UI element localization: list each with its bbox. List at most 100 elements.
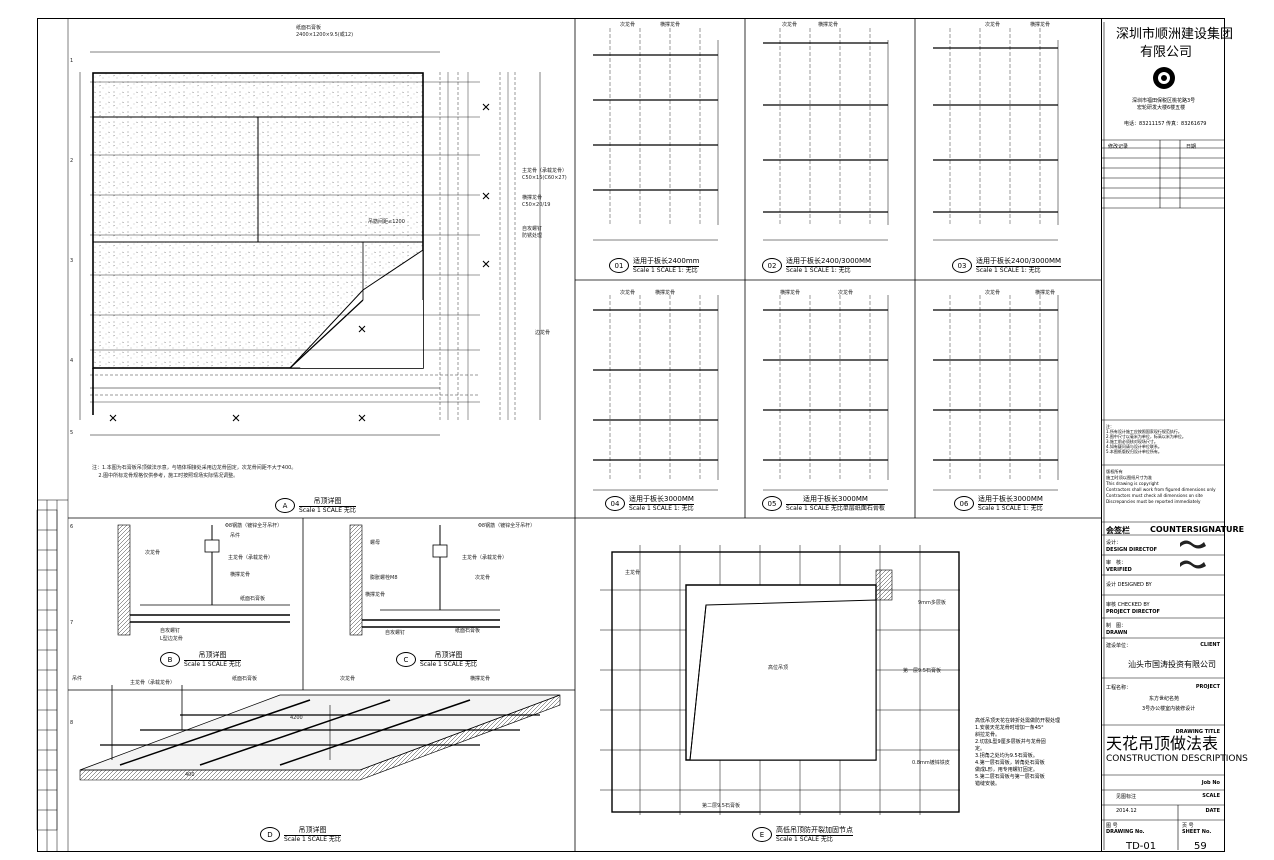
panel-03-title: 适用于板长2400/3000MM [976,257,1062,267]
caption-detail-d: D 吊顶详图 Scale 1 SCALE 无比 [260,826,341,843]
detail-d-secondary: 次龙骨 [340,676,356,682]
detail-d-cross: 横撑龙骨 [470,676,491,682]
caption-detail-c: C 吊顶详图 Scale 1 SCALE 无比 [396,651,477,668]
company-address-2: 宏轮研发大楼6楼五楼 [1137,105,1186,111]
caption-d-title: 吊顶详图 [284,826,341,836]
detail-e-note: 5.第二层石膏板与第一层石膏板 [975,774,1045,780]
panel-04-cross-label: 横撑龙骨 [655,290,676,296]
detail-e-first-layer: 第一层9.5石膏板 [903,668,941,674]
drawing-title-en: CONSTRUCTION DESCRIPTIONS [1106,754,1248,764]
panel-02-title: 适用于板长2400/3000MM [786,257,872,267]
title-block: 深圳市顺洲建设集团 有限公司 深圳市福田保税区桃花路3号 宏轮研发大楼6楼五楼 … [1101,19,1248,852]
detail-d-dim-4200: 4200 [290,715,303,721]
detail-e-center: 高位吊顶 [768,665,789,671]
date-value: 2014.12 [1116,808,1137,814]
border-number: 3 [70,258,74,264]
panel-05-id: 05 [762,496,782,511]
detail-e-note: 高低吊顶天花在转折处需做防开裂处理 [975,718,1061,724]
plan-a-anti-rust: 防锈处理 [522,233,543,239]
title-block-lines [1101,22,1224,850]
revision-header-record: 修改记录 [1108,144,1129,150]
sig-project-director: PROJECT DIRECTOF [1106,609,1160,615]
company-address-1: 深圳市福田保税区桃花路3号 [1132,98,1196,104]
plan-a-board-label: 纸面石膏板 [296,25,322,31]
job-no-label: Job No [1201,780,1220,786]
border-number: 8 [70,720,74,726]
detail-b-screw: 自攻螺钉 [160,628,181,634]
panel-01-id: 01 [609,258,629,273]
detail-b-main: 主龙骨（承载龙骨） [228,555,274,561]
panel-02-id: 02 [762,258,782,273]
copyright-line: Contractors must check all dimensions on… [1106,493,1203,498]
plan-a-self-tap: 自攻螺钉 [522,226,543,232]
client-label-en: CLIENT [1200,642,1220,648]
border-number: 4 [70,358,74,364]
company-name-2: 有限公司 [1140,45,1193,60]
detail-b-angle: L型边龙骨 [160,636,183,642]
panel-03-secondary-label: 次龙骨 [985,22,1001,28]
panel-06-scale: Scale 1 SCALE 1: 无比 [978,505,1043,512]
note-line: 3.施工前必须核对现场尺寸。 [1106,439,1158,444]
panel-01-scale: Scale 1 SCALE 1: 无比 [633,267,698,274]
sig-design-cn: 设计： [1106,540,1122,546]
plan-a-board-size: 2400×1200×9.5(或12) [296,32,354,38]
detail-e-note: 3.拐角之处均为9.5石膏板。 [975,753,1038,759]
project-line-2: 3号办公楼室内装修设计 [1142,706,1196,712]
detail-e-note: 做成L形，用专用螺钉固定。 [975,767,1038,773]
panel-03-cross-label: 横撑龙骨 [1030,22,1051,28]
detail-b-rod: Φ8钢筋（镀锌全牙吊杆） [225,523,283,529]
panel-05-secondary-label: 次龙骨 [838,290,854,296]
border-number: 7 [70,620,74,626]
caption-a-title: 吊顶详图 [299,497,356,507]
copyright-block: 版权所有 施工时须以图纸尺寸为准 This drawing is copyrig… [1106,469,1216,505]
sheet-no-label-cn: 页 号 [1182,823,1194,829]
detail-c-board: 纸面石膏板 [455,628,481,634]
panel-03-scale: Scale 1 SCALE 1: 无比 [976,267,1041,274]
note-line: 注： [1106,424,1114,429]
panel-03-id: 03 [952,258,972,273]
plan-a-main-keel: 主龙骨（承载龙骨） [522,168,568,174]
copyright-line: Discrepancies must be reported immediate… [1106,499,1201,504]
drawing-no-label-cn: 图 号 [1106,823,1118,829]
detail-c-nut: 螺母 [370,540,381,546]
caption-detail-a: A 吊顶详图 Scale 1 SCALE 无比 [275,497,356,514]
client-label-cn: 建设单位： [1106,643,1132,649]
copyright-line: 施工时须以图纸尺寸为准 [1106,475,1153,480]
company-name-1: 深圳市顺洲建设集团 [1116,27,1234,42]
plan-a-note-1: 注：1.本图为石膏板吊顶做法示意，与墙体相接处采用边龙骨固定，次龙骨间距不大于4… [92,465,297,471]
caption-c-scale: Scale 1 SCALE 无比 [420,661,477,668]
panel-04-id: 04 [605,496,625,511]
plan-a-edge: 边龙骨 [535,330,551,336]
detail-c-rod: Φ8钢筋（镀锌全牙吊杆） [478,523,536,529]
detail-c-secondary: 次龙骨 [475,575,491,581]
note-line: 2.图中尺寸以毫米为单位，标高以米为单位。 [1106,434,1186,439]
caption-b-scale: Scale 1 SCALE 无比 [184,661,241,668]
detail-e-note: 2.切割L型9厘多层板并与龙骨固 [975,739,1046,745]
detail-c-bolt: 膨胀螺栓M8 [370,575,398,581]
copyright-line: 版权所有 [1106,469,1123,474]
client-name: 汕头市国涛投资有限公司 [1128,660,1216,669]
company-logo [1153,67,1175,89]
caption-e-id: E [752,827,772,842]
detail-c-screw: 自攻螺钉 [385,630,406,636]
detail-e-note: 定。 [975,746,986,752]
panel-06-secondary-label: 次龙骨 [985,290,1001,296]
caption-b-id: B [160,652,180,667]
revision-header-date: 日期 [1186,144,1197,150]
detail-c-main: 主龙骨（承载龙骨） [462,555,508,561]
panel-06-id: 06 [954,496,974,511]
panel-grids [593,28,1059,491]
detail-d-dim-400: 400 [185,772,195,778]
panel-01-title: 适用于板长2400mm [633,257,700,267]
sig-drawn-cn: 制 图： [1106,623,1127,629]
detail-b-hanger: 吊件 [230,533,241,539]
panel-02-scale: Scale 1 SCALE 1: 无比 [786,267,851,274]
border-number: 2 [70,158,74,164]
plan-a-spacing: 吊筋间距≤1200 [368,219,405,225]
company-phone: 电话：83211157 传真：83261679 [1124,121,1207,127]
detail-e-note: 1.安装天花龙骨时增加一条45° [975,725,1044,731]
detail-e-drawing [600,545,960,815]
scale-value: 见图标注 [1116,794,1137,800]
